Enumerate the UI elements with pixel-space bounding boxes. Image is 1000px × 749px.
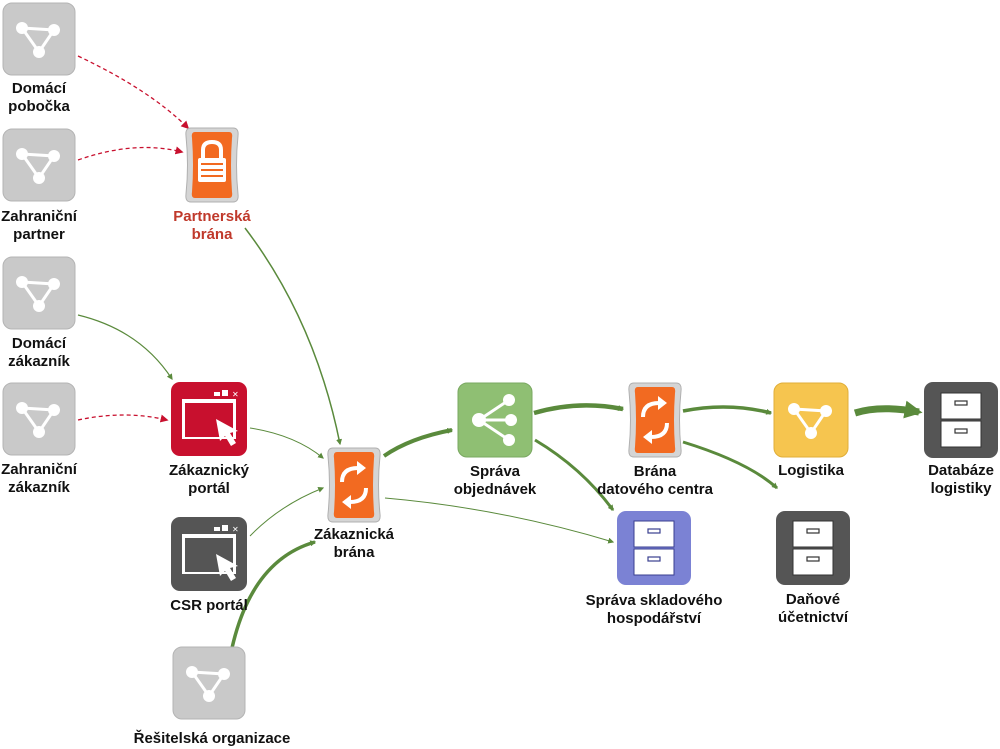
edge-partner-to-partner-gateway [77,146,184,161]
label-customer-portal: Zákaznický portál [168,462,250,497]
label-customer-gateway: Zákaznická brána [313,526,395,561]
network-icon [2,382,76,456]
edge-partner-gateway-to-customer-gateway [244,227,342,446]
label-dc-gateway: Brána datového centra [597,463,713,498]
sync-icon [327,447,381,523]
label-order-management: Správa objednávek [453,463,537,498]
label-solver-org: Řešitelská organizace [133,730,291,747]
svg-text:✕: ✕ [232,390,239,399]
label-logistics: Logistika [778,462,844,479]
browser-window-icon: ✕ [171,382,247,456]
edge-logistics-to-db [853,400,923,419]
edge-foreign-customer-to-portal [77,414,169,423]
filing-cabinet-icon [617,511,691,585]
filing-cabinet-icon [776,511,850,585]
edge-orders-to-dc-gateway [533,403,625,416]
edge-dc-gateway-to-logistics [682,405,773,415]
network-icon [2,2,76,76]
share-icon [457,382,533,458]
label-warehouse-management: Správa skladového hospodářství [585,592,723,627]
sync-icon [628,382,682,458]
filing-cabinet-icon [924,382,998,458]
edge-portal-to-customer-gateway [249,427,324,459]
label-foreign-partner: Zahraniční partner [1,208,77,243]
edge-customer-gateway-to-warehouse [384,497,615,544]
label-logistics-db: Databáze logistiky [928,462,994,497]
label-domestic-customer: Domácí zákazník [8,335,70,370]
edge-domestic-customer-to-portal [77,314,173,381]
edge-dc-gateway-to-tax [682,440,779,490]
label-partner-gateway: Partnerská brána [173,208,251,243]
edge-csr-to-customer-gateway [249,486,325,537]
label-domestic-branch: Domácí pobočka [8,80,70,115]
browser-window-icon: ✕ [171,517,247,591]
svg-text:✕: ✕ [232,525,239,534]
network-icon [773,382,849,458]
label-csr-portal: CSR portál [170,597,248,614]
edge-orders-to-warehouse [534,438,615,511]
network-icon [2,256,76,330]
label-tax-accounting: Daňové účetnictví [777,591,849,626]
edge-solver-to-customer-gateway [230,540,317,649]
network-icon [172,646,246,720]
label-foreign-customer: Zahraniční zákazník [1,461,77,496]
edge-customer-gateway-to-orders [382,427,454,458]
lock-icon [185,127,239,203]
edge-branch-to-partner-gateway [77,55,190,130]
network-icon [2,128,76,202]
